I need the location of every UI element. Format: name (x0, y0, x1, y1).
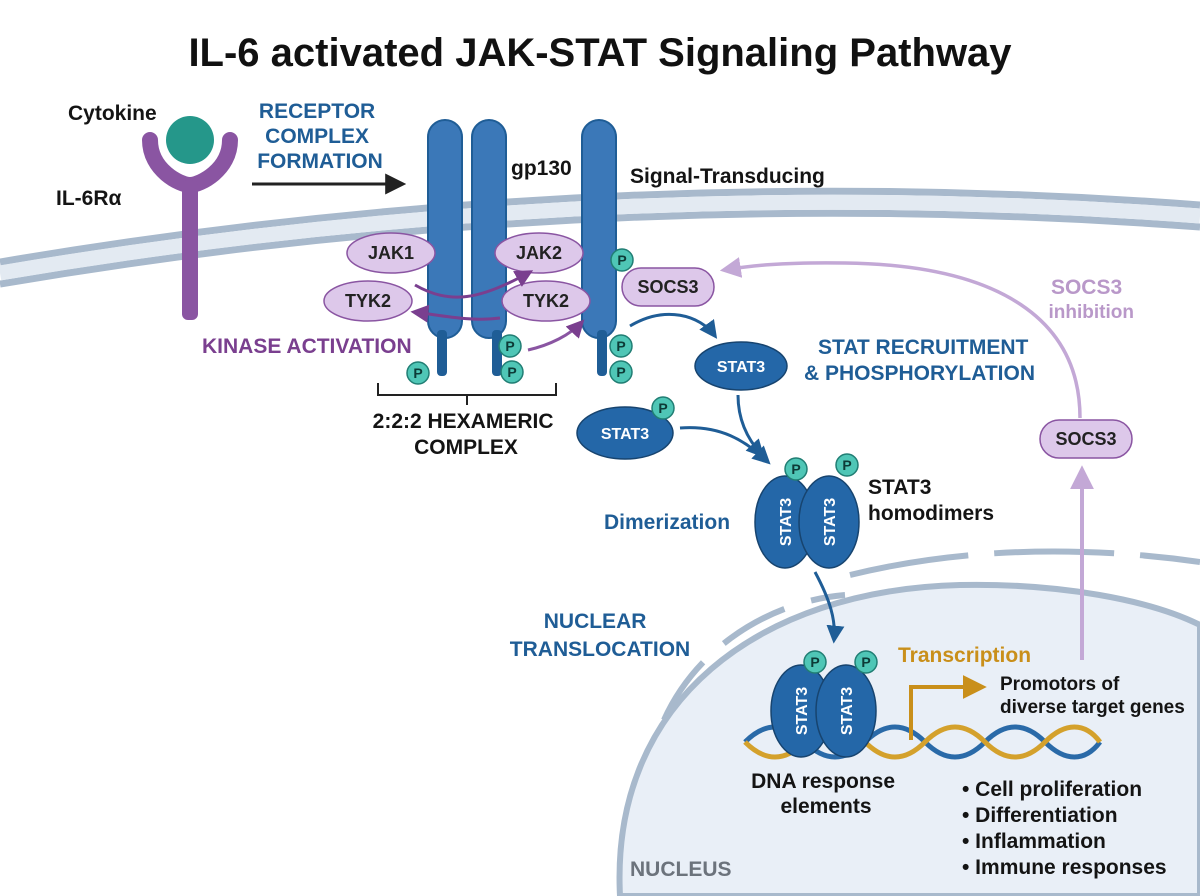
svg-text:STAT3: STAT3 (601, 426, 649, 443)
svg-text:STAT3: STAT3 (794, 687, 811, 735)
kinase-activation-label: KINASE ACTIVATION (202, 335, 412, 358)
gene-outcomes-list: • Cell proliferation • Differentiation •… (962, 778, 1167, 879)
receptor-complex-label: RECEPTOR COMPLEX FORMATION (257, 100, 383, 173)
svg-text:STAT3: STAT3 (717, 359, 765, 376)
phospho-stat3-to-dimer-arrow (679, 426, 771, 465)
svg-text:P: P (616, 338, 625, 354)
transcription-label: Transcription (898, 644, 1031, 667)
jak1-kinase: JAK1 (346, 232, 436, 274)
nucleus: NUCLEUS (616, 548, 1200, 896)
kinase-to-receptor-arrow (527, 319, 585, 352)
nucleus-label: NUCLEUS (630, 858, 732, 881)
stat-recruitment-label: STAT RECRUITMENT & PHOSPHORYLATION (804, 336, 1035, 385)
signal-transducing-label: Signal-Transducing (630, 165, 825, 188)
stat3-homodimers-label: STAT3 homodimers (868, 476, 994, 525)
stat3-recruited: STAT3 (694, 341, 788, 391)
transphosphorylation-arrow-1 (414, 270, 534, 299)
svg-text:P: P (791, 461, 800, 477)
svg-text:P: P (810, 654, 819, 670)
promotors-label: Promotors of diverse target genes (1000, 674, 1185, 718)
svg-text:P: P (616, 364, 625, 380)
gp130-label: gp130 (511, 157, 572, 180)
svg-text:SOCS3: SOCS3 (1055, 429, 1116, 449)
dna-response-label: DNA response elements (751, 770, 901, 818)
gp130-chains (427, 119, 617, 376)
svg-text:P: P (617, 252, 626, 268)
svg-text:P: P (861, 654, 870, 670)
transphosphorylation-arrow-2 (410, 304, 501, 323)
tyk2-kinase-right: TYK2 (501, 280, 591, 322)
outcome-item: • Differentiation (962, 804, 1118, 827)
hexameric-label: 2:2:2 HEXAMERIC COMPLEX (373, 410, 560, 459)
socs3-cytoplasm: SOCS3 (1039, 419, 1133, 459)
stat-recruitment-arrow (629, 312, 718, 339)
svg-text:TYK2: TYK2 (523, 291, 569, 311)
stat3-homodimer: STAT3 STAT3 P P (754, 453, 860, 569)
svg-text:P: P (507, 364, 516, 380)
outcome-item: • Cell proliferation (962, 778, 1142, 801)
socs3-membrane: SOCS3 (621, 267, 715, 307)
cytokine-il6 (166, 116, 214, 164)
outcome-item: • Immune responses (962, 856, 1167, 879)
jak2-kinase: JAK2 (494, 232, 584, 274)
svg-text:JAK2: JAK2 (516, 243, 562, 263)
cytokine-label: Cytokine (68, 102, 157, 125)
svg-text:P: P (505, 338, 514, 354)
nuclear-translocation-label: NUCLEAR TRANSLOCATION (510, 610, 690, 661)
svg-text:STAT3: STAT3 (778, 498, 795, 546)
socs3-inhibition-label: SOCS3 inhibition (1049, 276, 1134, 323)
phospho-receptor-group: P P P P P P (406, 248, 634, 385)
transcription-arrow (909, 675, 987, 740)
svg-text:P: P (842, 457, 851, 473)
svg-text:TYK2: TYK2 (345, 291, 391, 311)
tyk2-kinase-left: TYK2 (323, 280, 413, 322)
il6ra-label: IL-6Rα (56, 187, 122, 210)
socs3-inhibition-arrow (719, 257, 1082, 419)
stat3-dimer-nuclear: STAT3 STAT3 P P (770, 650, 878, 758)
page-title: IL-6 activated JAK-STAT Signaling Pathwa… (188, 31, 1012, 75)
svg-text:P: P (658, 400, 667, 416)
svg-text:JAK1: JAK1 (368, 243, 414, 263)
svg-text:STAT3: STAT3 (839, 687, 856, 735)
svg-text:SOCS3: SOCS3 (637, 277, 698, 297)
hexameric-bracket (377, 383, 557, 405)
svg-text:P: P (413, 365, 422, 381)
svg-text:STAT3: STAT3 (822, 498, 839, 546)
il6ra-receptor (142, 132, 238, 320)
stat3-phosphorylated: STAT3 P (576, 396, 675, 460)
dimerization-label: Dimerization (604, 511, 730, 534)
nuclear-translocation-arrow (813, 571, 845, 644)
outcome-item: • Inflammation (962, 830, 1106, 853)
